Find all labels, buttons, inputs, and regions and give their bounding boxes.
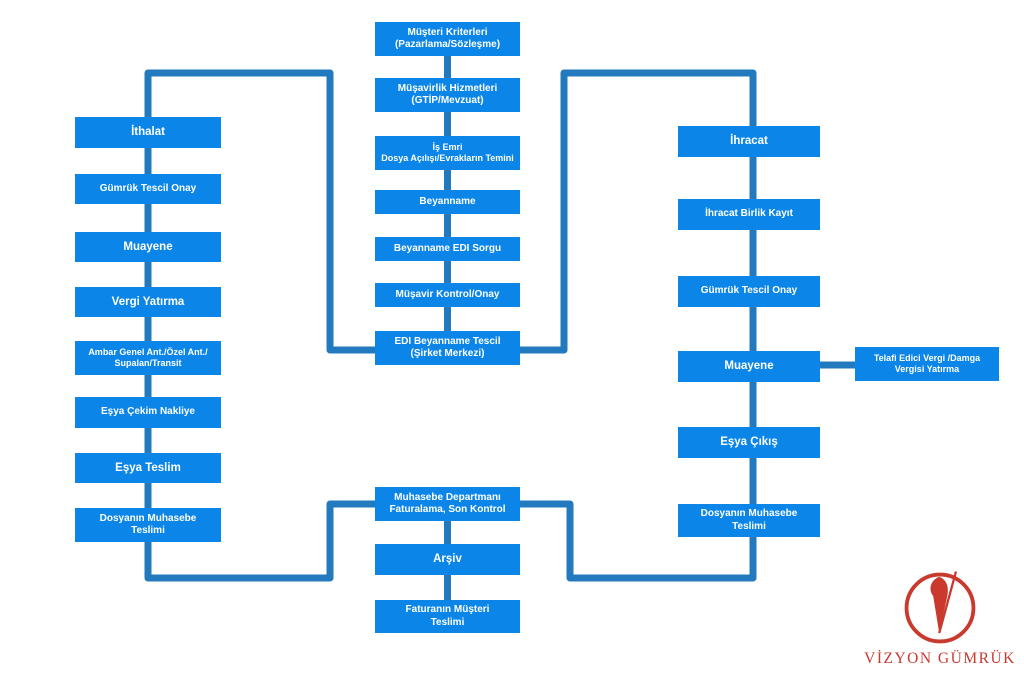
flow-box-label: Gümrük Tescil Onay <box>700 285 798 297</box>
flow-box-label: Teslimi <box>732 520 766 532</box>
flow-box-label: Dosya Açılışı/Evrakların Temini <box>381 153 514 163</box>
flow-box-label: Muhasebe Departmanı <box>394 491 501 503</box>
flow-box-label: Faturanın Müşteri <box>405 604 490 616</box>
flow-box-label: Eşya Çıkış <box>720 436 778 449</box>
flow-box-beyanname: Beyanname <box>375 190 520 214</box>
right-loop-connector <box>517 69 757 582</box>
flow-box-ihracat-birlik-kayit: İhracat Birlik Kayıt <box>678 199 820 230</box>
flow-box-label: Müşavir Kontrol/Onay <box>395 288 500 300</box>
flow-box-label: Telafi Edici Vergi /Damga <box>873 353 981 364</box>
flow-box-ithalat: İthalat <box>75 117 221 148</box>
flow-box-label: Ambar Genel Ant./Özel Ant./ <box>88 347 208 358</box>
flow-box-label: Beyanname EDI Sorgu <box>393 242 502 254</box>
flow-box-label: İhracat <box>730 135 768 148</box>
flow-box-label: Dosyanın Muhasebe <box>99 512 197 524</box>
flow-box-label: Müşavirlik Hizmetleri <box>397 82 498 94</box>
flow-box-edi-beyanname-tescil: EDI Beyanname Tescil(Şirket Merkezi) <box>375 331 520 365</box>
flow-box-esya-teslim: Eşya Teslim <box>75 453 221 483</box>
flow-box-vergi-yatirma: Vergi Yatırma <box>75 287 221 317</box>
flow-box-label: (Şirket Merkezi) <box>410 348 485 359</box>
flow-box-label: Muayene <box>123 240 173 253</box>
flow-box-label: Eşya Çekim Nakliye <box>101 406 195 418</box>
flow-box-label: Teslimi <box>430 616 465 628</box>
flow-box-muayene-ithalat: Muayene <box>75 232 221 262</box>
flow-box-label: Teslimi <box>131 525 165 536</box>
vizyon-gumruk-logo-icon <box>904 571 976 644</box>
flow-box-esya-cekim-nakliye: Eşya Çekim Nakliye <box>75 397 221 428</box>
flow-box-label: EDI Beyanname Tescil <box>394 335 501 347</box>
flow-box-musavirlik-hizmetleri: Müşavirlik Hizmetleri(GTİP/Mevzuat) <box>375 78 520 112</box>
flow-box-label: İhracat Birlik Kayıt <box>705 208 793 220</box>
logo-text: VİZYON GÜMRÜK <box>864 650 1016 667</box>
flow-box-label: (GTİP/Mevzuat) <box>411 95 484 106</box>
flow-box-label: Vergisi Yatırma <box>894 364 960 374</box>
flow-box-label: Eşya Teslim <box>115 461 181 474</box>
flow-box-beyanname-edi-sorgu: Beyanname EDI Sorgu <box>375 237 520 261</box>
flow-box-label: Dosyanın Muhasebe <box>700 508 798 520</box>
flow-box-label: Müşteri Kriterleri <box>407 26 488 38</box>
company-logo: VİZYON GÜMRÜK <box>864 570 1016 675</box>
flow-box-label: Arşiv <box>433 553 462 566</box>
flow-box-gumruk-tescil-onay-ihracat: Gümrük Tescil Onay <box>678 276 820 307</box>
left-loop-connector <box>144 69 378 582</box>
flow-box-label: İş Emri <box>432 142 463 153</box>
flow-box-label: (Pazarlama/Sözleşme) <box>394 39 501 50</box>
flow-box-ihracat: İhracat <box>678 126 820 157</box>
flow-box-label: Gümrük Tescil Onay <box>99 182 197 194</box>
flow-box-label: Faturalama, Son Kontrol <box>389 504 506 515</box>
flow-box-label: Muayene <box>724 360 774 373</box>
flow-box-muayene-ihracat: Muayene <box>678 351 820 382</box>
flow-box-gumruk-tescil-onay-ithalat: Gümrük Tescil Onay <box>75 174 221 204</box>
flow-box-arsiv: Arşiv <box>375 544 520 575</box>
flow-box-label: Supalan/Transit <box>114 358 182 368</box>
flow-box-esya-cikis: Eşya Çıkış <box>678 427 820 458</box>
flow-box-musavir-kontrol-onay: Müşavir Kontrol/Onay <box>375 283 520 307</box>
flow-box-label: İthalat <box>131 126 165 139</box>
flow-box-musteri-kriterleri: Müşteri Kriterleri(Pazarlama/Sözleşme) <box>375 22 520 56</box>
flow-box-label: Beyanname <box>419 195 476 207</box>
flow-box-ambar-genel-ozel-supalan-transit: Ambar Genel Ant./Özel Ant./Supalan/Trans… <box>75 341 221 375</box>
flow-box-label: Vergi Yatırma <box>111 295 185 308</box>
